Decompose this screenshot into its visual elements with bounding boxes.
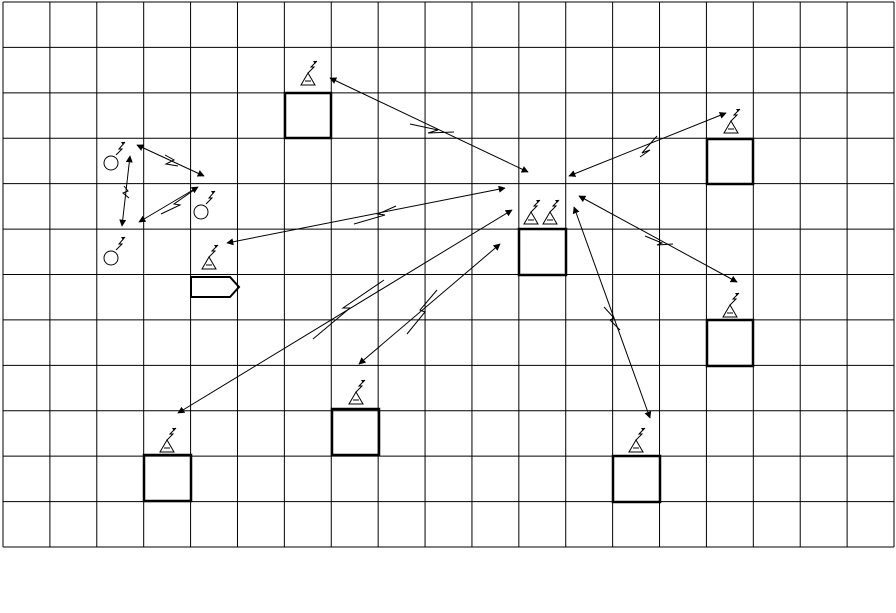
tower-icon[interactable]	[201, 244, 219, 270]
wireless-bolt-icon	[312, 279, 385, 340]
link-arrow[interactable]	[136, 144, 205, 177]
wireless-bolt-icon	[644, 235, 674, 246]
tower-icon[interactable]	[523, 199, 541, 225]
wireless-bolt-icon	[122, 185, 130, 199]
link-arrow[interactable]	[568, 112, 727, 177]
mobile-node-icon[interactable]	[103, 236, 126, 266]
mobile-nodes	[103, 141, 216, 266]
station-box-bottom-center[interactable]	[330, 407, 381, 457]
wireless-bolts	[122, 123, 674, 340]
tower-icon[interactable]	[300, 60, 318, 86]
station-box-hub[interactable]	[517, 227, 568, 277]
tower-icon[interactable]	[628, 427, 646, 453]
wireless-bolt-icon	[409, 123, 455, 134]
wireless-bolt-icon	[603, 306, 621, 331]
wireless-bolt-icon	[164, 154, 179, 167]
wireless-bolt-icon	[639, 135, 658, 158]
station-box-right-middle[interactable]	[705, 318, 755, 368]
station-box-bottom-left[interactable]	[142, 453, 193, 503]
link-arrow[interactable]	[177, 209, 513, 414]
tower-icon[interactable]	[542, 199, 560, 225]
tower-icon[interactable]	[722, 292, 740, 318]
wireless-bolt-icon	[353, 205, 397, 225]
link-arrow[interactable]	[119, 155, 133, 227]
tower-icon[interactable]	[159, 427, 177, 453]
link-arrow[interactable]	[226, 185, 506, 246]
tower-icon[interactable]	[348, 379, 366, 405]
tower-icons	[159, 60, 741, 453]
station-box-bottom-right[interactable]	[611, 454, 662, 504]
link-arrow[interactable]	[329, 77, 529, 173]
station-boxes	[142, 91, 755, 504]
wireless-bolt-icon	[160, 189, 195, 215]
station-box-top-right[interactable]	[705, 137, 755, 186]
link-arrow[interactable]	[138, 186, 199, 223]
station-box-top-left[interactable]	[283, 91, 333, 140]
link-arrow[interactable]	[572, 206, 652, 419]
link-arrow[interactable]	[578, 195, 738, 283]
mobile-node-icon[interactable]	[103, 141, 126, 171]
mobile-node-icon[interactable]	[193, 190, 216, 220]
links	[119, 77, 738, 419]
tower-icon[interactable]	[723, 108, 741, 134]
wireless-bolt-icon	[406, 289, 438, 335]
vehicle-node[interactable]	[190, 276, 241, 298]
link-arrow[interactable]	[358, 243, 501, 365]
grid	[2, 1, 895, 548]
